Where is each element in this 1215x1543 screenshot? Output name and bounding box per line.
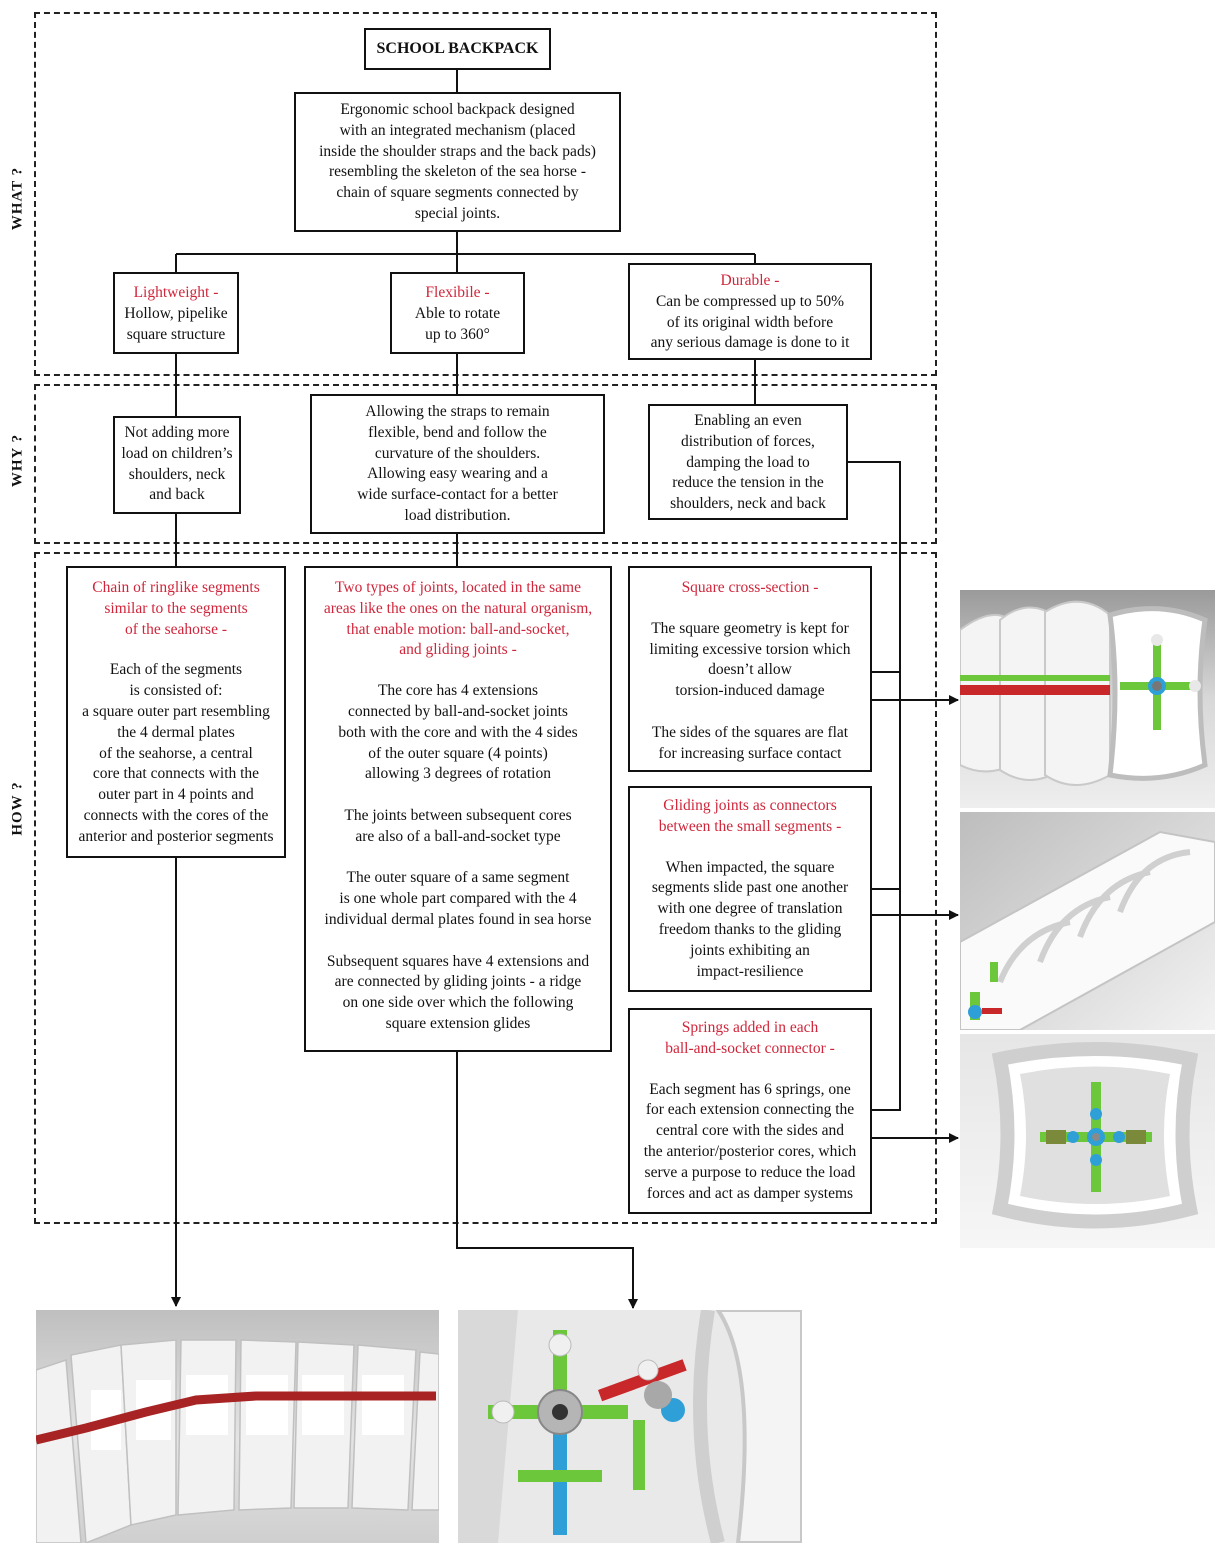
- durable-box: Durable - Can be compressed up to 50% of…: [628, 263, 872, 360]
- how-label: HOW ?: [9, 781, 26, 836]
- square-body: The square geometry is kept for limiting…: [649, 619, 851, 762]
- render-gliding-joints: [960, 812, 1215, 1030]
- springs-heading: Springs added in each ball-and-socket co…: [665, 1019, 835, 1057]
- flexible-heading: Flexibile -: [425, 284, 490, 301]
- flexible-box: Flexibile - Able to rotate up to 360°: [390, 272, 525, 354]
- why-lightweight-text: Not adding more load on children’s shoul…: [121, 424, 233, 504]
- joints-box: Two types of joints, located in the same…: [304, 566, 612, 1052]
- segments-body: Each of the segments is consisted of: a …: [78, 661, 274, 845]
- what-label: WHAT ?: [9, 166, 26, 231]
- what-section: [34, 12, 937, 376]
- why-flexible-text: Allowing the straps to remain flexible, …: [357, 403, 558, 524]
- springs-body: Each segment has 6 springs, one for each…: [643, 1080, 857, 1202]
- why-durable-text: Enabling an even distribution of forces,…: [670, 412, 826, 513]
- springs-box: Springs added in each ball-and-socket co…: [628, 1008, 872, 1214]
- gliding-box: Gliding joints as connectors between the…: [628, 786, 872, 992]
- segments-heading: Chain of ringlike segments similar to th…: [92, 579, 260, 638]
- gliding-body: When impacted, the square segments slide…: [651, 858, 849, 980]
- root-description: Ergonomic school backpack designed with …: [319, 101, 596, 222]
- render-square-chain: [960, 590, 1215, 808]
- why-lightweight-box: Not adding more load on children’s shoul…: [113, 416, 241, 514]
- flexible-body: Able to rotate up to 360°: [414, 304, 501, 343]
- root-title: SCHOOL BACKPACK: [376, 39, 539, 57]
- why-label: WHY ?: [9, 433, 26, 488]
- render-core-joints: [458, 1310, 802, 1543]
- lightweight-heading: Lightweight -: [133, 284, 219, 301]
- render-springs: [960, 1034, 1215, 1248]
- gliding-heading: Gliding joints as connectors between the…: [658, 797, 842, 835]
- square-heading: Square cross-section -: [681, 579, 819, 596]
- render-segment-chain: [36, 1310, 439, 1543]
- joints-body: The core has 4 extensions connected by b…: [324, 682, 592, 1032]
- joints-heading: Two types of joints, located in the same…: [323, 579, 593, 659]
- why-durable-box: Enabling an even distribution of forces,…: [648, 404, 848, 520]
- root-description-box: Ergonomic school backpack designed with …: [294, 92, 621, 232]
- segments-box: Chain of ringlike segments similar to th…: [66, 566, 286, 858]
- root-title-box: SCHOOL BACKPACK: [364, 28, 551, 70]
- square-box: Square cross-section - The square geomet…: [628, 566, 872, 772]
- why-section: [34, 384, 937, 544]
- durable-body: Can be compressed up to 50% of its origi…: [650, 292, 850, 352]
- lightweight-box: Lightweight - Hollow, pipelike square st…: [113, 272, 239, 354]
- lightweight-body: Hollow, pipelike square structure: [124, 304, 228, 343]
- durable-heading: Durable -: [720, 272, 780, 289]
- why-flexible-box: Allowing the straps to remain flexible, …: [310, 394, 605, 534]
